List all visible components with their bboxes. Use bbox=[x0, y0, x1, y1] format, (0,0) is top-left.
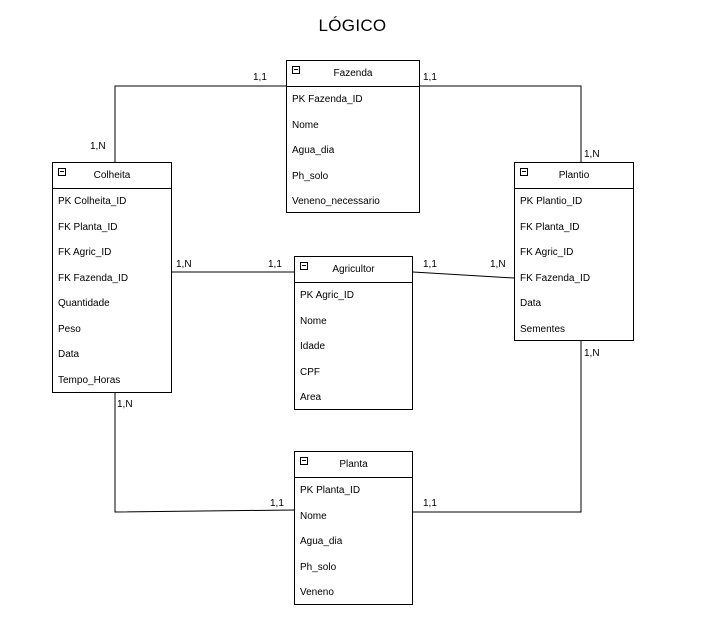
entity-fazenda-header[interactable]: Fazenda bbox=[287, 61, 419, 87]
attribute-row[interactable]: Veneno_necessario bbox=[292, 196, 380, 207]
line-colheita-planta bbox=[114, 393, 295, 513]
attribute-row[interactable]: Quantidade bbox=[58, 298, 110, 309]
line-agricultor-plantio bbox=[412, 271, 515, 279]
attribute-row[interactable]: Data bbox=[520, 298, 542, 309]
attribute-row[interactable]: FK Planta_ID bbox=[520, 221, 580, 233]
attribute-row[interactable]: PK Agric_ID bbox=[300, 290, 354, 301]
entity-plantio-name: Plantio bbox=[558, 170, 590, 181]
entity-agricultor[interactable]: Agricultor PK Agric_ID Nome Idade CPF Ar… bbox=[294, 256, 413, 410]
attribute-row[interactable]: Agua_dia bbox=[300, 536, 343, 547]
attribute-row[interactable]: PK Colheita_ID bbox=[58, 196, 127, 207]
entity-colheita[interactable]: Colheita PK Colheita_ID FK Planta_ID FK … bbox=[52, 162, 172, 393]
attribute-row[interactable]: PK Planta_ID bbox=[300, 485, 361, 496]
cardinality-label: 1,1 bbox=[423, 259, 437, 270]
line-fazenda-colheita bbox=[114, 85, 286, 162]
cardinality-label: 1,N bbox=[176, 259, 192, 270]
attribute-row[interactable]: Sementes bbox=[520, 323, 566, 335]
entity-planta-name: Planta bbox=[339, 459, 368, 470]
cardinality-label: 1,1 bbox=[270, 498, 284, 509]
entity-planta[interactable]: Planta PK Planta_ID Nome Agua_dia Ph_sol… bbox=[294, 451, 413, 605]
attribute-row[interactable]: Nome bbox=[300, 315, 327, 327]
entity-plantio-header[interactable]: Plantio bbox=[515, 163, 633, 189]
collapse-icon[interactable] bbox=[520, 168, 528, 176]
cardinality-label: 1,N bbox=[117, 399, 133, 410]
collapse-icon[interactable] bbox=[300, 262, 308, 270]
cardinality-label: 1,N bbox=[584, 149, 600, 160]
attribute-row[interactable]: Agua_dia bbox=[292, 145, 335, 156]
cardinality-label: 1,1 bbox=[423, 498, 437, 509]
entity-colheita-name: Colheita bbox=[93, 170, 131, 181]
attribute-row[interactable]: Ph_solo bbox=[300, 561, 337, 573]
attribute-row[interactable]: Veneno bbox=[300, 587, 334, 598]
attribute-row[interactable]: PK Plantio_ID bbox=[520, 196, 583, 207]
attribute-row[interactable]: Nome bbox=[300, 510, 327, 522]
collapse-icon[interactable] bbox=[300, 457, 308, 465]
cardinality-label: 1,1 bbox=[268, 259, 282, 270]
attribute-row[interactable]: PK Fazenda_ID bbox=[292, 94, 363, 105]
collapse-icon[interactable] bbox=[292, 66, 300, 74]
cardinality-label: 1,N bbox=[584, 348, 600, 359]
attribute-row[interactable]: Nome bbox=[292, 119, 319, 131]
cardinality-label: 1,N bbox=[490, 259, 506, 270]
attribute-row[interactable]: Peso bbox=[58, 323, 81, 335]
entity-plantio[interactable]: Plantio PK Plantio_ID FK Planta_ID FK Ag… bbox=[514, 162, 634, 341]
diagram-title: LÓGICO bbox=[318, 16, 387, 35]
attribute-row[interactable]: Area bbox=[300, 392, 322, 403]
attribute-row[interactable]: FK Agric_ID bbox=[520, 247, 574, 258]
collapse-icon[interactable] bbox=[58, 168, 66, 176]
attribute-row[interactable]: Idade bbox=[300, 341, 326, 352]
attribute-row[interactable]: Ph_solo bbox=[292, 170, 329, 182]
cardinality-label: 1,1 bbox=[253, 72, 267, 83]
entity-fazenda-name: Fazenda bbox=[333, 68, 373, 79]
line-fazenda-plantio bbox=[420, 85, 582, 162]
entity-agricultor-name: Agricultor bbox=[332, 264, 375, 275]
cardinality-label: 1,1 bbox=[423, 72, 437, 83]
entity-planta-header[interactable]: Planta bbox=[295, 452, 412, 478]
attribute-row[interactable]: CPF bbox=[300, 366, 320, 378]
entity-agricultor-header[interactable]: Agricultor bbox=[295, 257, 412, 283]
entity-colheita-header[interactable]: Colheita bbox=[53, 163, 171, 189]
attribute-row[interactable]: FK Fazenda_ID bbox=[58, 272, 129, 284]
attribute-row[interactable]: Data bbox=[58, 349, 80, 360]
line-plantio-planta bbox=[413, 341, 582, 513]
entity-fazenda[interactable]: Fazenda PK Fazenda_ID Nome Agua_dia Ph_s… bbox=[286, 60, 420, 213]
cardinality-label: 1,N bbox=[90, 141, 106, 152]
attribute-row[interactable]: FK Agric_ID bbox=[58, 247, 112, 258]
attribute-row[interactable]: Tempo_Horas bbox=[58, 374, 121, 386]
attribute-row[interactable]: FK Planta_ID bbox=[58, 221, 118, 233]
attribute-row[interactable]: FK Fazenda_ID bbox=[520, 272, 591, 284]
